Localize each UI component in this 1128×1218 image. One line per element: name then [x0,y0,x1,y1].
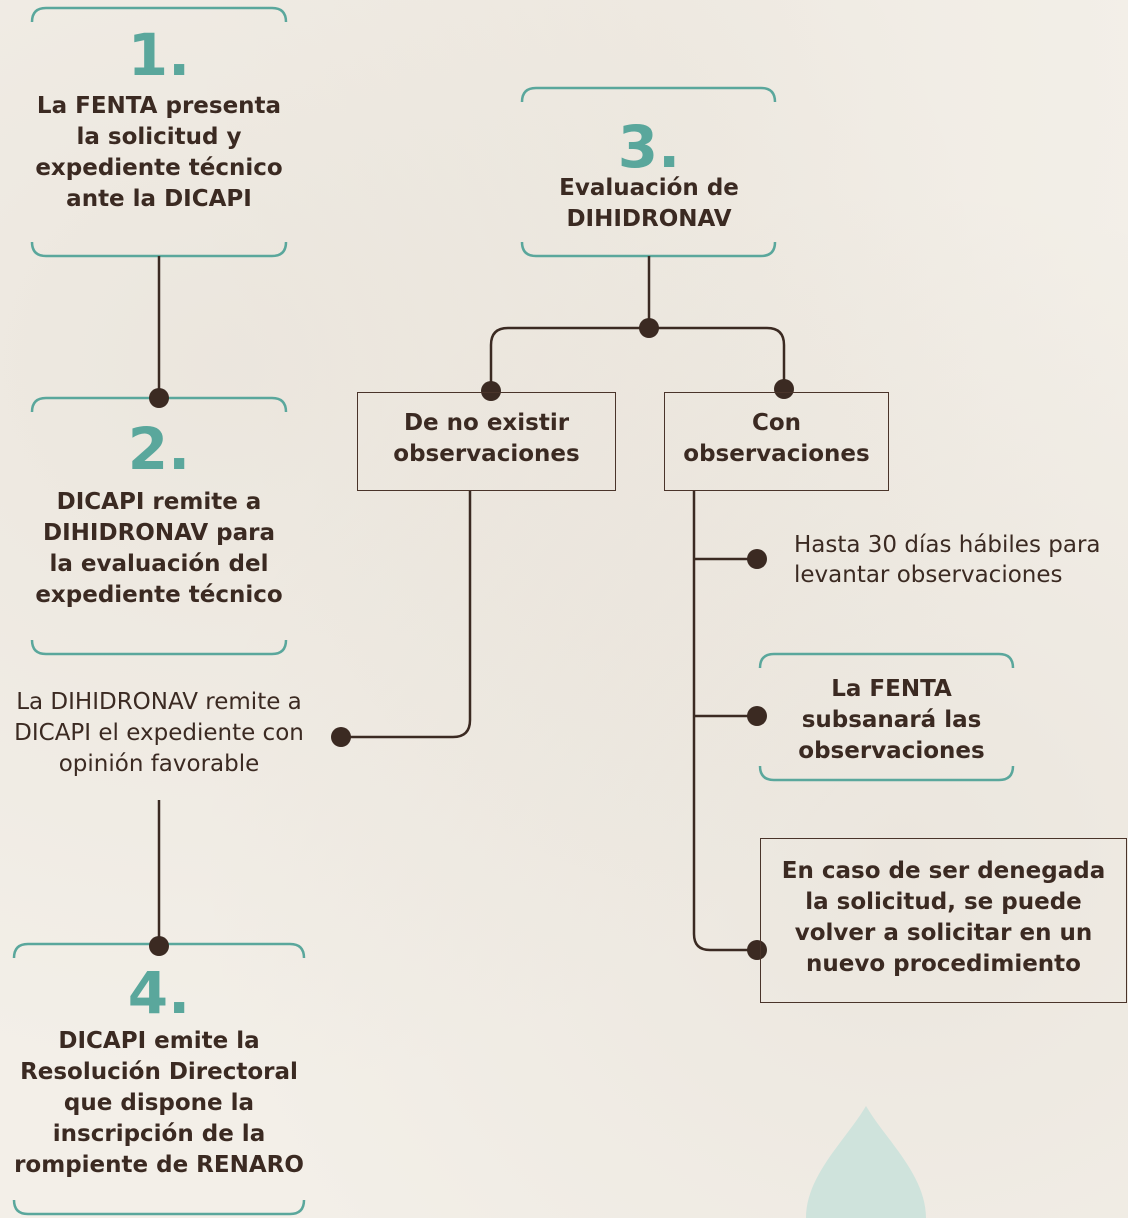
step-4-text: DICAPI emite la Resolución Directoral qu… [14,1028,304,1178]
branch-no-observations-label: De no existir observaciones [393,410,580,467]
water-drop-icon [806,1106,926,1218]
step-1-text: La FENTA presenta la solicitud y expedie… [35,93,283,212]
step-1-number: 1. [127,21,191,89]
dot-favorable [331,727,351,747]
step-2-number: 2. [127,415,191,483]
dot-thirty-days [747,549,767,569]
connector-lines [157,256,786,952]
dot-fenta-fixes [747,706,767,726]
dot-with-obs [774,379,794,399]
branch-with-observations-label: Con observaciones [683,410,870,467]
dot-junction [639,318,659,338]
step-3-frame-bottom [520,241,777,258]
dot-denied [747,940,767,960]
step-3-frame-top [520,86,777,103]
fenta-fixes-frame-top [758,652,1015,669]
step-2-text: DICAPI remite a DIHIDRONAV para la evalu… [35,489,283,608]
step-3-text: Evaluación de DIHIDRONAV [559,175,739,232]
fenta-fixes-text: La FENTA subsanará las observaciones [798,676,985,764]
step-3-number: 3. [617,113,681,181]
step-4-number: 4. [127,959,191,1027]
favorable-opinion-note: La DIHIDRONAV remite a DICAPI el expedie… [14,689,304,777]
dot-no-obs [481,381,501,401]
step-2-frame-bottom [30,639,288,656]
connector-dots [149,318,794,960]
step-1-frame-top [30,6,288,23]
line-with-obs-trunk [692,491,757,952]
step-1-frame-bottom [30,241,288,258]
line-junction-left [489,326,649,391]
branch-no-observations-box [357,392,616,491]
line-no-obs-to-favorable [341,491,472,739]
dot-step2-top [149,388,169,408]
line-junction-right [649,326,786,389]
dot-step4-top [149,936,169,956]
denied-text: En caso de ser denegada la solicitud, se… [781,858,1106,977]
branch-with-observations-box [664,392,889,491]
denied-box [760,838,1127,1003]
fenta-fixes-frame-bottom [758,765,1015,782]
step-4-frame-bottom [12,1199,306,1216]
thirty-days-note: Hasta 30 días hábiles para levantar obse… [794,532,1101,588]
